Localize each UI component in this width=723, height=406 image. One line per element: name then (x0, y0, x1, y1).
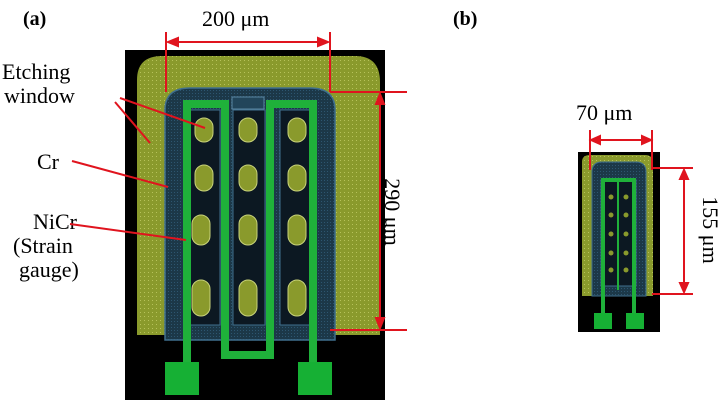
annotations (69, 32, 693, 331)
panel-b-tag: (b) (453, 8, 478, 30)
hole (287, 164, 307, 192)
arrow (165, 36, 179, 48)
nicr-label-line2: (Strain (13, 233, 73, 258)
panel-a-nicr-trace (183, 100, 317, 368)
hole (238, 117, 258, 143)
leader-etching-2 (119, 97, 206, 129)
hole (608, 212, 614, 218)
hole (623, 194, 629, 200)
hole (608, 250, 614, 256)
panel-a-top-block (231, 96, 265, 110)
arrow (317, 36, 331, 48)
leader-nicr (69, 223, 187, 241)
nicr-label-line1: NiCr (33, 209, 77, 234)
arrow (678, 167, 690, 180)
hole (238, 214, 258, 246)
etching-window-label-line2: window (4, 83, 75, 108)
arrow (678, 282, 690, 295)
nicr-label: NiCr (Strain gauge) (13, 210, 79, 282)
leader-etching-1 (114, 101, 151, 144)
hole (623, 250, 629, 256)
panel-b-nicr-trace (601, 178, 636, 318)
arrow (588, 134, 601, 146)
cr-label: Cr (37, 149, 59, 174)
arrow (374, 91, 386, 105)
hole (191, 214, 211, 246)
leader-cr (71, 160, 169, 188)
hole (194, 117, 214, 143)
panel-a-pad-right (298, 362, 332, 395)
dim-b-width: 70 μm (576, 100, 633, 125)
panel-b-layout (578, 152, 660, 332)
hole (608, 231, 614, 237)
hole (623, 267, 629, 273)
hole (608, 267, 614, 273)
panel-a-layout (125, 50, 385, 400)
hole (287, 117, 307, 143)
hole (623, 212, 629, 218)
hole (287, 214, 307, 246)
arrow (641, 134, 654, 146)
panel-a-tag: (a) (23, 8, 47, 30)
panel-b-pad-left (594, 313, 612, 329)
hole (238, 164, 258, 192)
etching-window-label: Etching window (2, 60, 75, 108)
panel-b-etch-holes (608, 194, 629, 273)
nicr-label-line3: gauge) (19, 257, 79, 282)
hole (287, 279, 307, 317)
hole (238, 279, 258, 317)
hole (623, 231, 629, 237)
arrow (374, 317, 386, 331)
panel-a-etch-holes (191, 117, 307, 317)
hole (608, 194, 614, 200)
hole (191, 279, 211, 317)
panel-b-pad-right (626, 313, 644, 329)
panel-a-pad-left (165, 362, 199, 395)
hole (194, 164, 214, 192)
etching-window-label-line1: Etching (2, 59, 71, 84)
dim-a-width: 200 μm (202, 6, 270, 31)
